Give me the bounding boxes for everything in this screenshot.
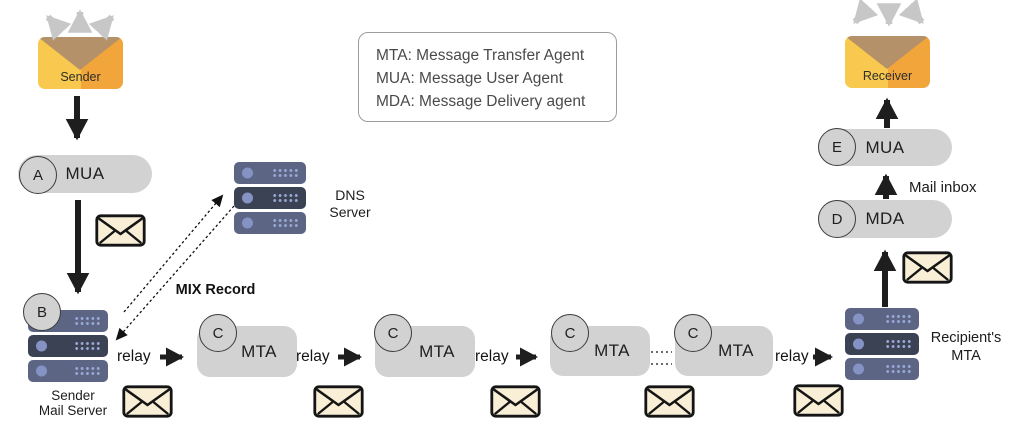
mix-record-label: MIX Record [175, 282, 256, 298]
receiver-label: Receiver [862, 69, 913, 83]
dns-server-label-line1: DNS [335, 187, 365, 203]
message-envelope-icon-3 [313, 385, 364, 418]
receiver-envelope-flap [845, 36, 929, 69]
sender-label: Sender [60, 70, 101, 84]
node-mta-3-label: MTA [594, 341, 630, 360]
legend-line-mda: MDA: Message Delivery agent [376, 93, 586, 110]
message-envelope-icon-6 [793, 384, 844, 417]
server-unit [234, 212, 306, 234]
receiver-envelope-icon: Receiver [845, 36, 930, 88]
node-mta-4-label: MTA [718, 341, 754, 360]
server-unit [845, 308, 919, 330]
mail-inbox-label: Mail inbox [909, 179, 977, 196]
message-envelope-icon-2 [122, 385, 173, 418]
sender-mail-server-label: Sender Mail Server [18, 388, 128, 418]
server-led-icon [853, 363, 864, 375]
dns-server-icon [234, 162, 306, 234]
relay-label-3: relay [475, 348, 509, 365]
badge-b: B [23, 293, 61, 331]
badge-d: D [818, 200, 856, 238]
server-led-icon [242, 192, 253, 204]
dns-server-label-line2: Server [329, 204, 371, 220]
sender-mail-server-label-line2: Mail Server [38, 403, 108, 418]
legend-box: MTA: Message Transfer Agent MUA: Message… [358, 32, 617, 122]
node-receiver-mua-label: MUA [865, 137, 905, 157]
server-unit [845, 358, 919, 380]
receiver-incoming-arrow-left [852, 0, 879, 25]
server-dots-icon [885, 364, 912, 374]
dns-server-label: DNS Server [318, 187, 382, 221]
server-dots-icon [74, 341, 101, 351]
badge-c-2: C [374, 314, 412, 352]
sender-mail-server-label-line1: Sender [51, 388, 95, 403]
server-led-icon [36, 365, 47, 377]
sender-envelope-flap [38, 37, 122, 70]
badge-a: A [19, 156, 57, 194]
recipient-mta-label-line2: MTA [951, 348, 981, 364]
relay-label-2: relay [296, 348, 330, 365]
message-envelope-icon-4 [490, 385, 541, 418]
recipient-mta-label: Recipient's MTA [920, 329, 1012, 365]
badge-c-4: C [674, 314, 712, 352]
badge-c-1: C [199, 314, 237, 352]
server-dots-icon [885, 339, 912, 349]
relay-label-4: relay [775, 348, 809, 365]
server-unit [28, 335, 108, 357]
recipient-mta-label-line1: Recipient's [930, 330, 1002, 346]
badge-e: E [818, 128, 856, 166]
server-unit [234, 187, 306, 209]
server-dots-icon [272, 193, 299, 203]
badge-c-3: C [551, 314, 589, 352]
legend-line-mua: MUA: Message User Agent [376, 70, 563, 87]
server-led-icon [36, 340, 47, 352]
server-led-icon [242, 167, 253, 179]
node-mta-2-label: MTA [419, 341, 455, 361]
message-envelope-icon-5 [644, 385, 695, 418]
receiver-incoming-arrow-right [898, 0, 925, 25]
node-mda-label: MDA [865, 209, 905, 228]
legend-line-mta: MTA: Message Transfer Agent [376, 47, 585, 64]
sender-broadcast-arrow-right [88, 14, 115, 41]
node-sender-mua-label: MUA [65, 164, 105, 183]
server-unit [234, 162, 306, 184]
server-dots-icon [74, 366, 101, 376]
node-mta-1-label: MTA [241, 341, 277, 361]
server-dots-icon [272, 218, 299, 228]
server-dots-icon [272, 168, 299, 178]
server-unit [28, 360, 108, 382]
server-unit [845, 333, 919, 355]
server-dots-icon [885, 314, 912, 324]
server-led-icon [853, 338, 864, 350]
sender-mail-server-icon [28, 310, 108, 382]
server-led-icon [853, 313, 864, 325]
recipient-mta-server-icon [845, 308, 919, 380]
relay-label-1: relay [117, 348, 151, 365]
server-led-icon [242, 217, 253, 229]
server-dots-icon [74, 316, 101, 326]
sender-broadcast-arrow-left [45, 14, 72, 41]
message-envelope-icon-1 [95, 214, 146, 247]
message-envelope-icon-7 [902, 251, 953, 284]
sender-envelope-icon: Sender [38, 37, 123, 89]
